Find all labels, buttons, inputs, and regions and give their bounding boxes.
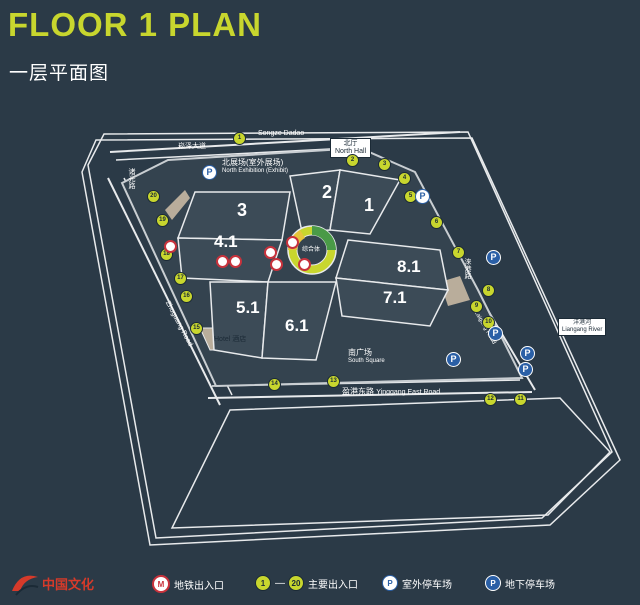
parking-underground-1[interactable]: P [486, 250, 501, 265]
river-en: Liangang River [562, 327, 603, 333]
entrance-12[interactable]: 12 [484, 393, 497, 406]
hall-label-4-1: 4.1 [214, 232, 238, 251]
east-strip [440, 276, 470, 306]
hall-label-2: 2 [322, 182, 333, 202]
entrance-7[interactable]: 7 [452, 246, 465, 259]
yinggang-road-label: 盈港东路 Yinggang East Road [342, 386, 440, 397]
site-boundary-outer [81, 137, 621, 546]
hall-label-1: 1 [364, 195, 375, 215]
road-songze-inner [115, 147, 351, 161]
legend-outdoor-parking: P 室外停车场 [382, 575, 452, 591]
entrance-14[interactable]: 14 [268, 378, 281, 391]
north-exhibit-label: 北展场(室外展场) North Exhibition (Exhibit) [222, 158, 288, 176]
parking-underground-2[interactable]: P [488, 326, 503, 341]
metro-entrance-4[interactable] [229, 255, 242, 268]
yinggang-road-en: Yinggang East Road [376, 389, 441, 396]
road-songze [109, 131, 461, 153]
parking-underground-4[interactable]: P [518, 362, 533, 377]
parking-outdoor-1[interactable]: P [202, 165, 217, 180]
page-title: FLOOR 1 PLAN [8, 6, 263, 43]
parking-underground-3[interactable]: P [446, 352, 461, 367]
south-square-cn: 南广场 [348, 348, 372, 357]
river-label: 洋港河 Liangang River [558, 318, 607, 336]
zhuguang-road-cn-label: 诸光路 [128, 168, 135, 189]
songze-road-label: 崧泽大道 [178, 141, 206, 151]
road-yinggang [207, 391, 533, 399]
entrance-13[interactable]: 13 [327, 375, 340, 388]
road-zhuguang [107, 177, 221, 406]
south-square-label: 南广场 South Square [348, 348, 385, 366]
underground-parking-icon: P [485, 575, 501, 591]
laigang-road-cn-label: 涞港路 [464, 258, 471, 279]
outdoor-parking-icon: P [382, 575, 398, 591]
metro-entrance-3[interactable] [216, 255, 229, 268]
entrance-4[interactable]: 4 [398, 172, 411, 185]
legend-metro-label: 地铁出入口 [174, 580, 224, 592]
north-exhibit-en: North Exhibition (Exhibit) [222, 168, 289, 174]
hall-label-3: 3 [237, 200, 248, 220]
legend-outdoor-parking-label: 室外停车场 [402, 579, 452, 591]
north-exhibit-cn: 北展场(室外展场) [222, 158, 284, 167]
entrance-8[interactable]: 8 [482, 284, 495, 297]
hall-label-8-1: 8.1 [397, 257, 421, 276]
entrance-19[interactable]: 19 [156, 214, 169, 227]
legend-entrance-label: 主要出入口 [308, 579, 358, 591]
north-hall-en: North Hall [335, 148, 367, 155]
parking-outdoor-2[interactable]: P [415, 189, 430, 204]
north-hall-cn: 北厅 [343, 140, 358, 147]
metro-entrance-2[interactable] [264, 246, 277, 259]
hotel-en: Hotel [214, 336, 231, 343]
entrance-11[interactable]: 11 [514, 393, 527, 406]
legend-dash: — [275, 577, 285, 589]
hotel-label: Hotel 酒店 [214, 334, 246, 344]
hall-7-1[interactable] [335, 277, 450, 327]
hall-6-1[interactable] [261, 281, 337, 361]
hall-label-6-1: 6.1 [285, 316, 309, 335]
entrance-6[interactable]: 6 [430, 216, 443, 229]
hall-label-5-1: 5.1 [236, 298, 260, 317]
entrance-end-icon: 20 [288, 575, 304, 591]
center-label: 综合体 [302, 247, 321, 253]
parking-underground-5[interactable]: P [520, 346, 535, 361]
north-exhibition-strip [165, 190, 190, 220]
entrance-17[interactable]: 17 [174, 272, 187, 285]
legend-metro: M 地铁出入口 [152, 575, 224, 593]
entrance-16[interactable]: 16 [180, 290, 193, 303]
logo: 中国文化 [10, 569, 130, 599]
metro-entrance-6[interactable] [298, 258, 311, 271]
legend: M 地铁出入口 1 — 20 主要出入口 P 室外停车场 P 地下停车场 [0, 572, 640, 596]
entrance-3[interactable]: 3 [378, 158, 391, 171]
hall-label-7-1: 7.1 [383, 288, 407, 307]
metro-icon: M [152, 575, 170, 593]
hotel-cn: 酒店 [232, 336, 247, 343]
entrance-start-icon: 1 [255, 575, 271, 591]
legend-entrance: 1 — 20 主要出入口 [255, 575, 358, 591]
metro-entrance-1[interactable] [286, 236, 299, 249]
entrance-2[interactable]: 2 [346, 154, 359, 167]
entrance-1[interactable]: 1 [233, 132, 246, 145]
hall-5-1[interactable] [209, 281, 269, 359]
legend-underground-parking-label: 地下停车场 [505, 579, 555, 591]
site-boundary [87, 131, 613, 539]
legend-underground-parking: P 地下停车场 [485, 575, 555, 591]
city-block-lower [170, 397, 612, 529]
songze-road-cn: 崧泽大道 [178, 143, 206, 150]
page-subtitle: 一层平面图 [9, 63, 110, 84]
south-square-en: South Square [348, 358, 385, 364]
songze-road-en-label: Songze Dadao [258, 130, 305, 137]
logo-icon [12, 575, 39, 596]
logo-text: 中国文化 [42, 577, 95, 592]
yinggang-road-cn: 盈港东路 [342, 387, 374, 396]
metro-entrance-7[interactable] [164, 240, 177, 253]
river-cn: 洋港河 [573, 320, 592, 326]
entrance-15[interactable]: 15 [190, 322, 203, 335]
hall-1[interactable] [329, 169, 402, 235]
entrance-9[interactable]: 9 [470, 300, 483, 313]
entrance-20[interactable]: 20 [147, 190, 160, 203]
central-hub-green [312, 226, 336, 250]
metro-entrance-5[interactable] [270, 258, 283, 271]
